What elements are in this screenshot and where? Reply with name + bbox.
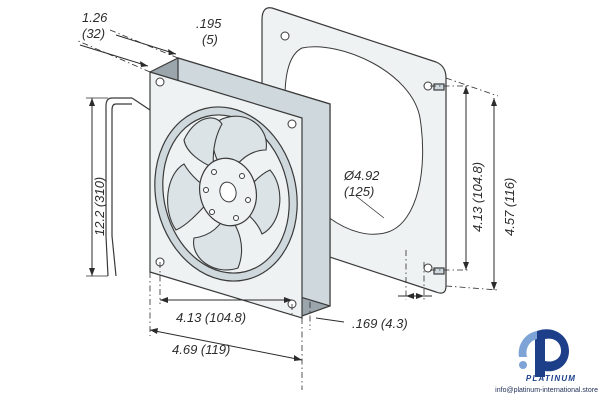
lead-length-label: 12.2 (310) <box>92 177 107 236</box>
lead-wire <box>105 97 151 277</box>
flange-in-label: .195 <box>196 16 222 31</box>
overall-width-label: 4.69 (119) <box>172 342 230 357</box>
dimension-lines <box>75 29 499 390</box>
depth-mm-label: (32) <box>82 26 105 41</box>
fan-body <box>149 57 331 319</box>
hole-diameter-label: .169 (4.3) <box>352 316 408 331</box>
flange-mm-label: (5) <box>202 32 218 47</box>
depth-in-label: 1.26 <box>82 10 108 25</box>
brand-email-text: info@platinum-international.store <box>495 387 598 394</box>
hole-spacing-label: 4.13 (104.8) <box>176 310 246 325</box>
gasket-hole-spacing-label: 4.13 (104.8) <box>470 162 485 232</box>
platinum-logo <box>518 329 569 377</box>
opening-in-label: Ø4.92 <box>343 168 380 183</box>
gasket-outer-label: 4.57 (116) <box>502 178 517 236</box>
brand-name-text: PLATINUM <box>525 374 577 383</box>
opening-mm-label: (125) <box>344 184 374 199</box>
arrow-heads <box>89 49 497 361</box>
